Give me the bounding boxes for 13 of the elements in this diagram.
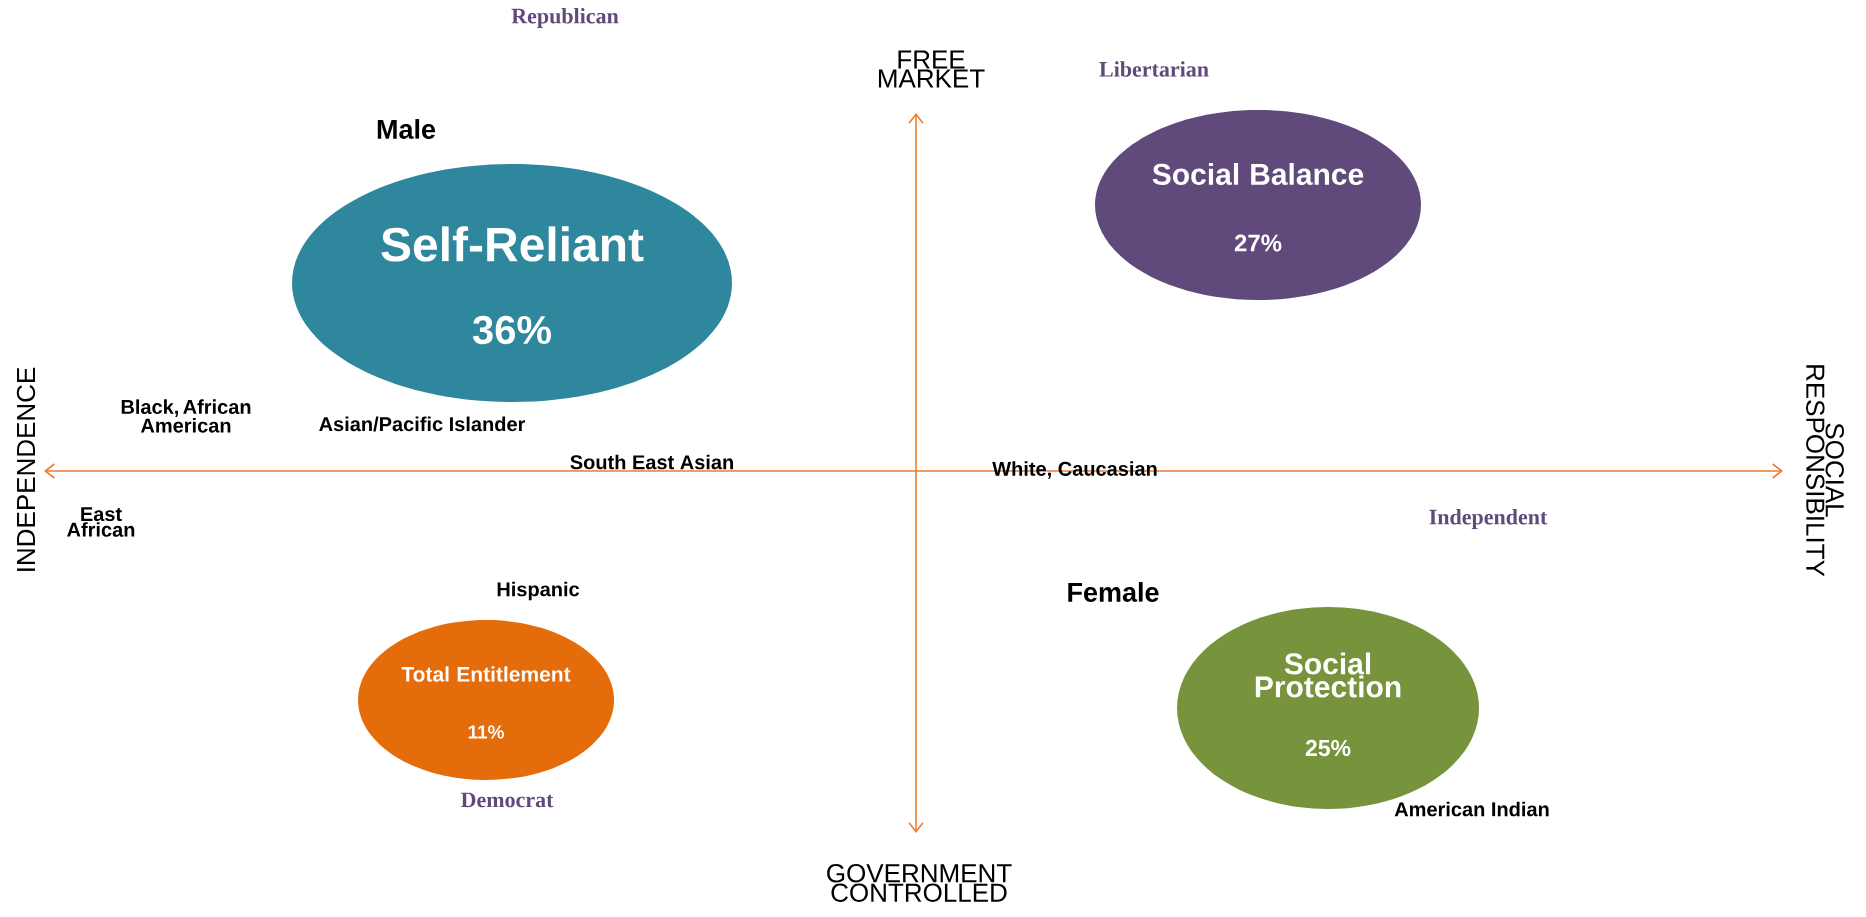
group-label: South East Asian (570, 454, 733, 470)
group-label: East African (67, 507, 135, 537)
axis-label: SOCIAL RESPONSIBILITY (1806, 365, 1844, 577)
party-label: Republican (511, 8, 619, 28)
axis-label: INDEPENDENCE (16, 367, 36, 571)
axis-label: FREE MARKET (878, 50, 985, 88)
group-label: Female (1068, 582, 1159, 602)
group-label: Male (377, 119, 436, 139)
party-label: Libertarian (1099, 61, 1209, 77)
group-label: Hispanic (497, 581, 580, 601)
group-label: Black, African American (121, 399, 251, 433)
party-label: Independent (1429, 509, 1548, 529)
axis-label: GOVERNMENT CONTROLLED (827, 864, 1012, 902)
